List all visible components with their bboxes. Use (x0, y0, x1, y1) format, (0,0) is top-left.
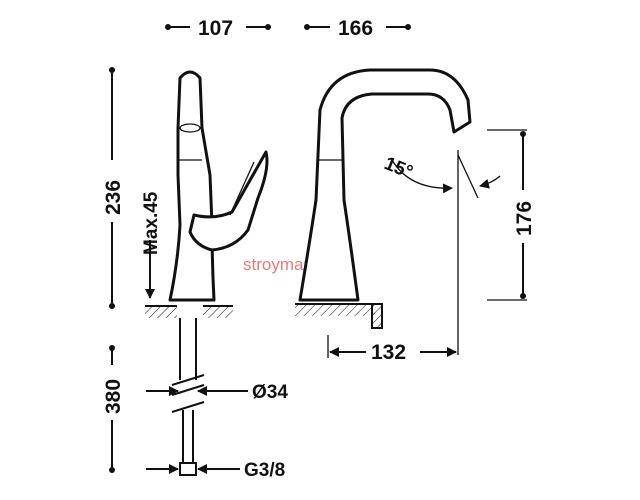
dim-107-label: 107 (198, 17, 233, 40)
dim-236-label: 236 (102, 180, 125, 215)
dim-angle: 15° (381, 150, 501, 355)
dim-d34-label: Ø34 (252, 382, 288, 403)
faucet-side-view (145, 70, 269, 476)
dim-380: 380 (102, 345, 125, 473)
dim-height-236: 236 (102, 67, 125, 309)
dim-max45-label: Max.45 (141, 191, 162, 255)
faucet-front-view (295, 68, 472, 329)
dim-176-label: 176 (513, 201, 536, 236)
dim-max45: Max.45 (141, 191, 162, 299)
dim-height-176: 176 (487, 129, 536, 301)
dim-380-label: 380 (102, 379, 125, 414)
dim-width-left: 107 (165, 17, 271, 40)
dim-166-label: 166 (338, 17, 373, 40)
dim-diameter: Ø34 (146, 382, 288, 403)
dim-width-right: 166 (304, 17, 411, 40)
dim-reach: 132 (327, 335, 457, 364)
dim-132-label: 132 (371, 341, 406, 364)
dim-g38-label: G3/8 (244, 460, 285, 481)
dim-connection: G3/8 (146, 460, 285, 481)
